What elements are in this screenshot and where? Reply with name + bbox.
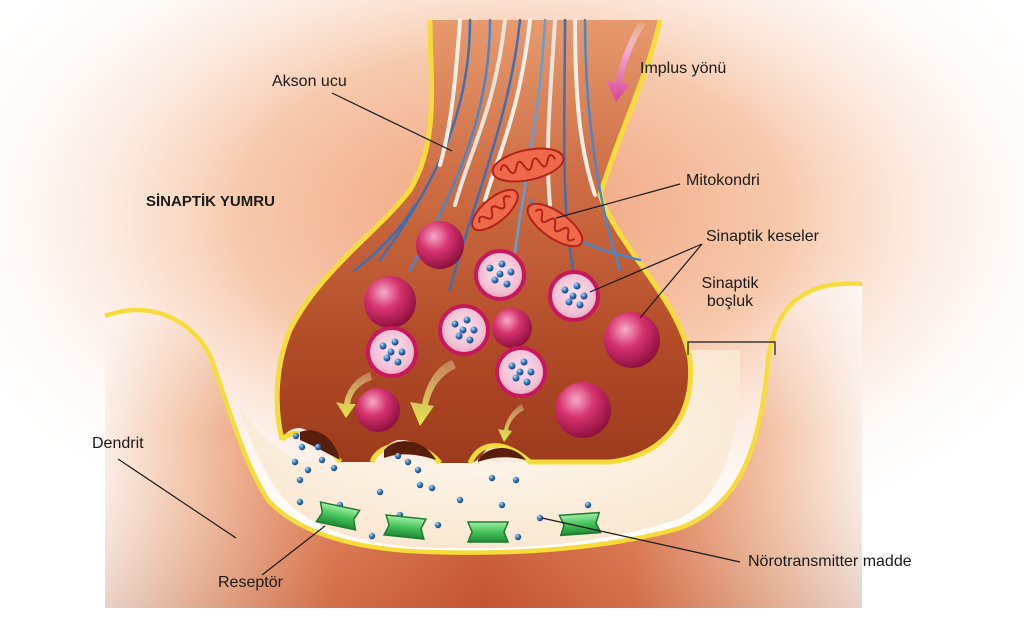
vesicle-filled	[548, 270, 600, 322]
release-arrow	[336, 372, 372, 418]
label-akson-ucu: Akson ucu	[272, 73, 347, 90]
synaptic-cleft	[238, 350, 740, 549]
vesicle	[364, 276, 416, 328]
label-synaptic-cleft-line1: Sinaptik	[701, 275, 759, 292]
receptor	[466, 521, 510, 543]
receptor	[558, 511, 602, 537]
vesicle-filled	[438, 304, 490, 356]
vesicle-filled	[495, 346, 547, 398]
leader-akson-ucu	[331, 92, 453, 152]
impulse-arrow	[606, 20, 646, 102]
receptor	[315, 501, 361, 531]
vesicle-filled	[366, 326, 418, 378]
vesicle	[416, 221, 464, 269]
label-synaptic-bouton: SİNAPTİK YUMRU	[146, 193, 275, 210]
leader-reseptor	[261, 525, 326, 576]
vesicle-filled	[474, 249, 526, 301]
label-synaptic-vesicles: Sinaptik keseler	[706, 228, 819, 245]
label-receptor: Reseptör	[218, 574, 283, 591]
cleft-bracket	[687, 341, 776, 355]
label-synaptic-cleft-line2: boşluk	[706, 293, 754, 311]
label-impulse-direction: Implus yönü	[640, 60, 727, 77]
label-dendrite: Dendrit	[92, 435, 144, 452]
leader-norotransmitter	[541, 517, 741, 563]
leader-dendrit	[117, 458, 237, 539]
vesicle	[555, 382, 611, 438]
dendrite	[104, 281, 863, 608]
label-neurotransmitter: Nörotransmitter madde	[748, 553, 912, 570]
release-pocket	[384, 441, 436, 460]
release-arrow	[498, 404, 524, 442]
leader-mitokondri	[555, 183, 681, 219]
leader-sinaptik-keseler-2	[639, 243, 703, 319]
vesicle	[492, 308, 532, 348]
vesicle	[604, 312, 660, 368]
mitochondrion	[526, 202, 584, 248]
leader-sinaptik-keseler-1	[589, 243, 703, 293]
release-arrow	[410, 360, 456, 426]
cytoskeleton-fibers	[353, 18, 642, 292]
label-synaptic-cleft: Sinaptik boşluk	[690, 275, 770, 312]
mitochondrion	[491, 147, 565, 183]
leader-lines	[117, 92, 776, 576]
mitochondrion	[471, 188, 519, 232]
label-mitochondria: Mitokondri	[686, 172, 760, 189]
receptor	[382, 514, 428, 540]
release-pocket	[478, 448, 526, 462]
vesicle	[356, 388, 400, 432]
